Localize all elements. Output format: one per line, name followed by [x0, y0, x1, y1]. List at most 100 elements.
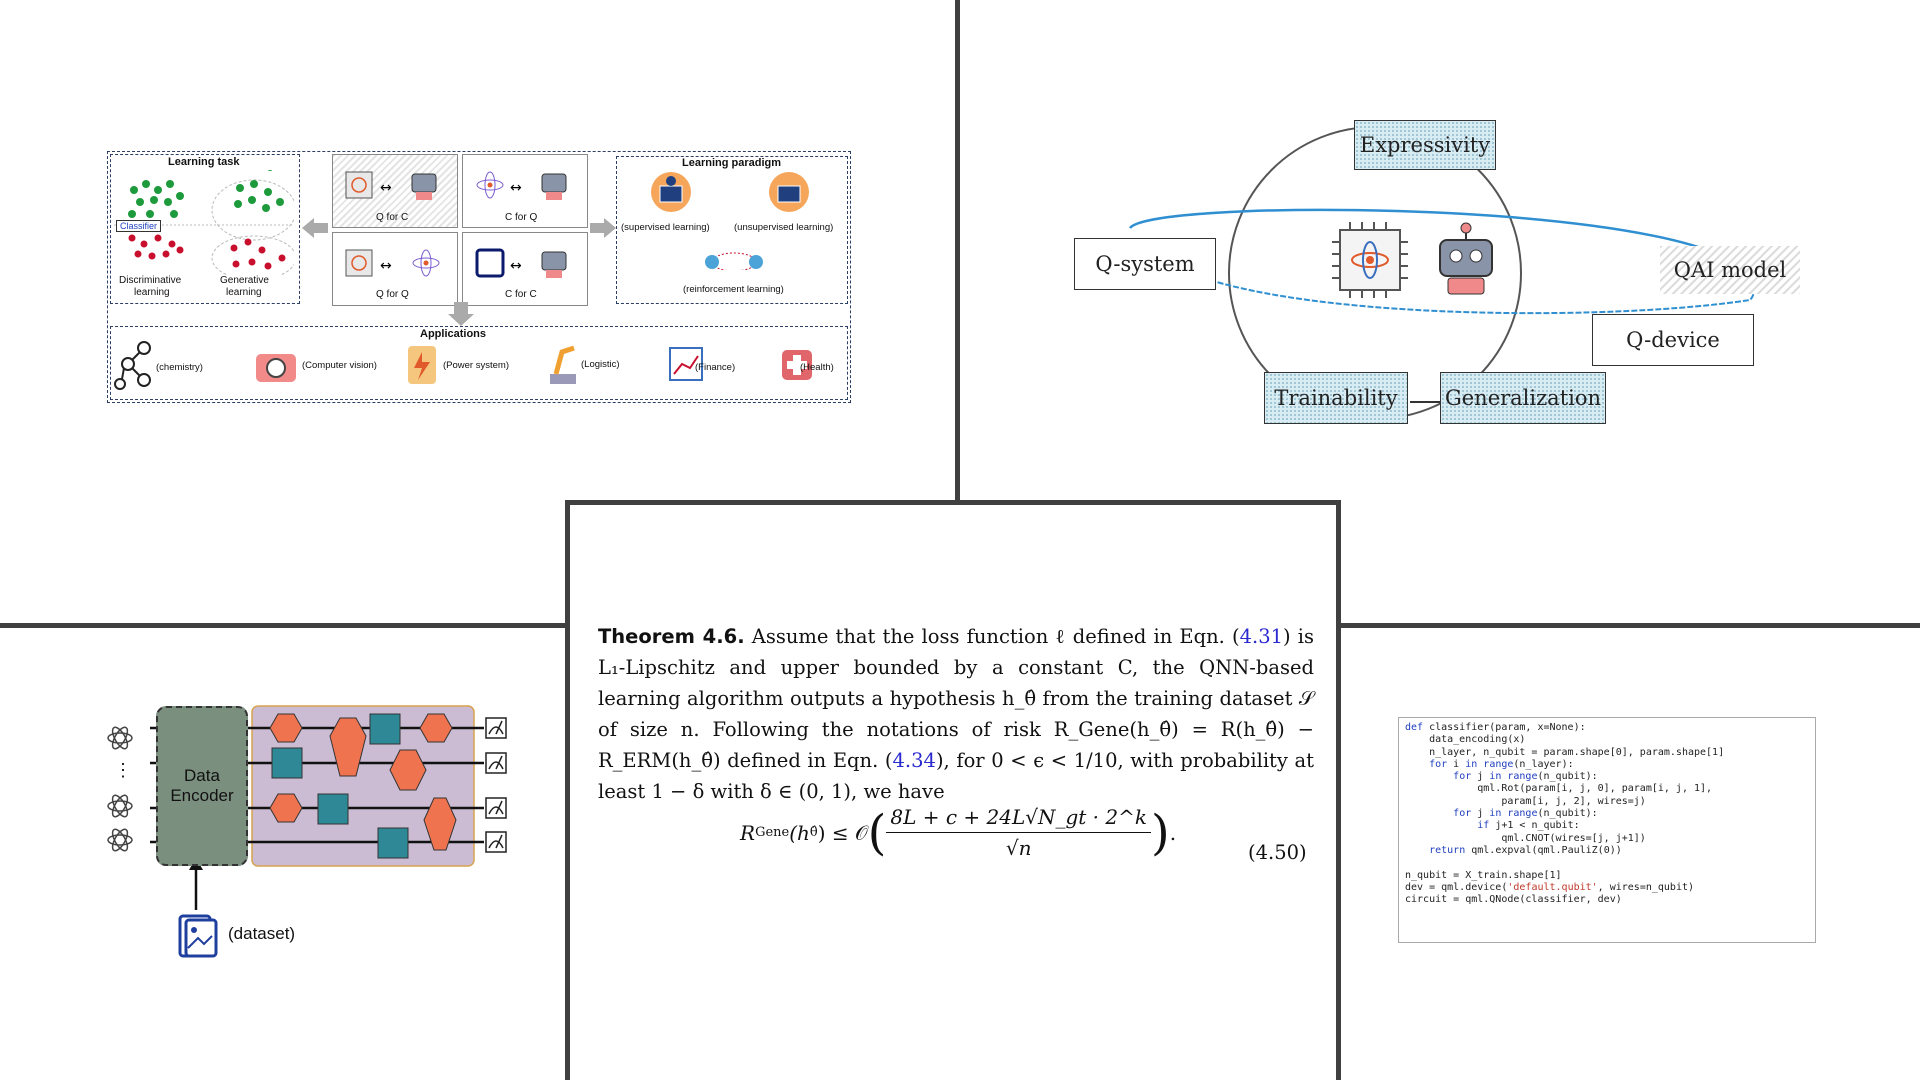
code-text: [1405, 759, 1429, 770]
code-text: qml.expval(qml.PauliZ(0)): [1465, 844, 1622, 856]
app-computer-vision: (Computer vision): [302, 360, 377, 371]
node-qai-model: QAI model: [1660, 246, 1800, 294]
code-keyword: if: [1477, 820, 1490, 832]
eq-lhs: R: [740, 820, 756, 845]
code-text: circuit = qml.QNode(classifier, dev): [1405, 894, 1622, 906]
code-text: n_qubit = X_train.shape[1]: [1405, 869, 1562, 881]
theorem-panel: Theorem 4.6. Assume that the loss functi…: [565, 500, 1341, 1080]
discriminative-label-2: learning: [134, 287, 170, 298]
code-line: circuit = qml.QNode(classifier, dev): [1405, 894, 1809, 906]
svg-text:↔: ↔: [510, 258, 522, 274]
app-finance: (Finance): [695, 362, 736, 373]
eq-fraction: 8L + c + 24L√N_gt · 2^k √n: [886, 805, 1151, 860]
overview-outer-frame: [107, 151, 851, 403]
code-string: 'default.qubit': [1507, 881, 1598, 893]
code-text: data_encoding(x): [1405, 734, 1526, 746]
paradigm-supervised: (supervised learning): [621, 222, 710, 233]
code-text: qml.Rot(param[i, j, 0], param[i, j, 1],: [1405, 783, 1713, 795]
theorem-sentence-2: ) is L₁-Lipschitz and upper bounded by a…: [598, 625, 1314, 772]
divider-horizontal-right: [1341, 623, 1920, 628]
atom-vdots: ⋮: [114, 760, 132, 780]
paradigm-unsupervised: (unsupervised learning): [734, 222, 834, 233]
divider-horizontal-left: [0, 623, 565, 628]
code-keyword: range: [1507, 808, 1538, 820]
node-generalization: Generalization: [1440, 372, 1606, 424]
code-text: [1405, 808, 1453, 819]
overview-figure: Learning task Classifier Discriminative …: [100, 140, 860, 410]
app-power-system: (Power system): [443, 360, 509, 371]
eq-paren-left: (: [867, 804, 887, 861]
theorem-sentence-1: Assume that the loss function ℓ defined …: [744, 625, 1240, 648]
code-keyword: in: [1465, 758, 1478, 770]
app-chemistry: (chemistry): [156, 362, 203, 373]
theorem-heading: Theorem 4.6.: [598, 625, 745, 648]
applications-icons: [114, 341, 812, 390]
code-text: i: [1447, 758, 1466, 770]
theorem-ref-1[interactable]: 4.31: [1239, 625, 1284, 648]
eq-arg-sub: θ̂: [809, 825, 818, 840]
eq-denominator: √n: [1005, 836, 1032, 860]
code-text: param[i, j, 2], wires=j): [1405, 795, 1646, 807]
code-keyword: for: [1453, 771, 1472, 783]
arrow-left-icon: [302, 218, 328, 238]
code-line: if j+1 < n_qubit:: [1405, 820, 1809, 832]
learning-task-box: [110, 154, 300, 304]
code-keyword: for: [1429, 758, 1448, 770]
theorem-sentence-3: ), for 0 < ϵ < 1/10, with probability at…: [598, 749, 1314, 803]
applications-title: Applications: [420, 328, 487, 340]
code-text: [1405, 845, 1429, 856]
code-text: dev = qml.device(: [1405, 881, 1508, 893]
learning-paradigm-title: Learning paradigm: [682, 157, 782, 169]
code-listing: def classifier(param, x=None): data_enco…: [1398, 717, 1816, 943]
code-text: (n_qubit):: [1537, 808, 1598, 820]
code-line: n_layer, n_qubit = param.shape[0], param…: [1405, 747, 1809, 759]
learning-task-title: Learning task: [168, 156, 240, 168]
code-keyword: range: [1483, 758, 1514, 770]
code-text: [1405, 820, 1477, 831]
quadrant-icons: ↔ ↔ ↔ ↔: [345, 171, 567, 278]
code-text: classifier(param, x=None):: [1423, 722, 1586, 733]
learning-task-illustration: [114, 170, 294, 275]
quadrant-label-c-for-q: C for Q: [505, 212, 538, 223]
qnn-circuit: [107, 705, 507, 958]
eq-numerator: 8L + c + 24L√N_gt · 2^k: [886, 805, 1151, 833]
code-keyword: in: [1489, 771, 1502, 783]
generative-label-1: Generative: [220, 275, 269, 286]
data-encoder-block: Data Encoder: [156, 706, 248, 866]
applications-box: [110, 326, 848, 400]
code-keyword: def: [1405, 722, 1424, 733]
generative-label-2: learning: [226, 287, 262, 298]
code-text: (n_qubit):: [1537, 771, 1598, 783]
code-text: j: [1471, 771, 1490, 783]
qnn-circuit-figure: ⋮ Data Encoder (dataset): [100, 690, 520, 960]
code-line: for j in range(n_qubit):: [1405, 808, 1809, 820]
code-keyword: in: [1489, 808, 1502, 820]
learning-paradigm-box: [616, 156, 848, 304]
code-line: def classifier(param, x=None):: [1405, 722, 1809, 734]
eq-end: .: [1169, 820, 1177, 845]
code-text: j: [1471, 808, 1490, 820]
quadrant-label-c-for-c: C for C: [505, 289, 537, 300]
arrow-right-icon: [590, 218, 616, 238]
theorem-ref-2[interactable]: 4.34: [892, 749, 936, 772]
quadrant-label-q-for-q: Q for Q: [376, 289, 409, 300]
code-line: for j in range(n_qubit):: [1405, 771, 1809, 783]
code-line: param[i, j, 2], wires=j): [1405, 796, 1809, 808]
code-text: j+1 < n_qubit:: [1489, 820, 1580, 832]
node-q-device: Q-device: [1592, 314, 1754, 366]
code-keyword: for: [1453, 808, 1472, 820]
paradigm-reinforcement: (reinforcement learning): [683, 284, 784, 295]
code-block: def classifier(param, x=None): data_enco…: [1405, 722, 1809, 906]
code-text: [1405, 771, 1453, 782]
svg-text:↔: ↔: [380, 180, 392, 196]
eq-lhs-sub: Gene: [755, 825, 790, 840]
eq-arg: (h: [789, 820, 810, 845]
theorem-text: Theorem 4.6. Assume that the loss functi…: [598, 621, 1314, 807]
code-line: qml.Rot(param[i, j, 0], param[i, j, 1],: [1405, 783, 1809, 795]
code-line: data_encoding(x): [1405, 734, 1809, 746]
node-q-system: Q-system: [1074, 238, 1216, 290]
code-line: return qml.expval(qml.PauliZ(0)): [1405, 845, 1809, 857]
classifier-tag: Classifier: [116, 220, 162, 232]
code-line: [1405, 857, 1809, 869]
